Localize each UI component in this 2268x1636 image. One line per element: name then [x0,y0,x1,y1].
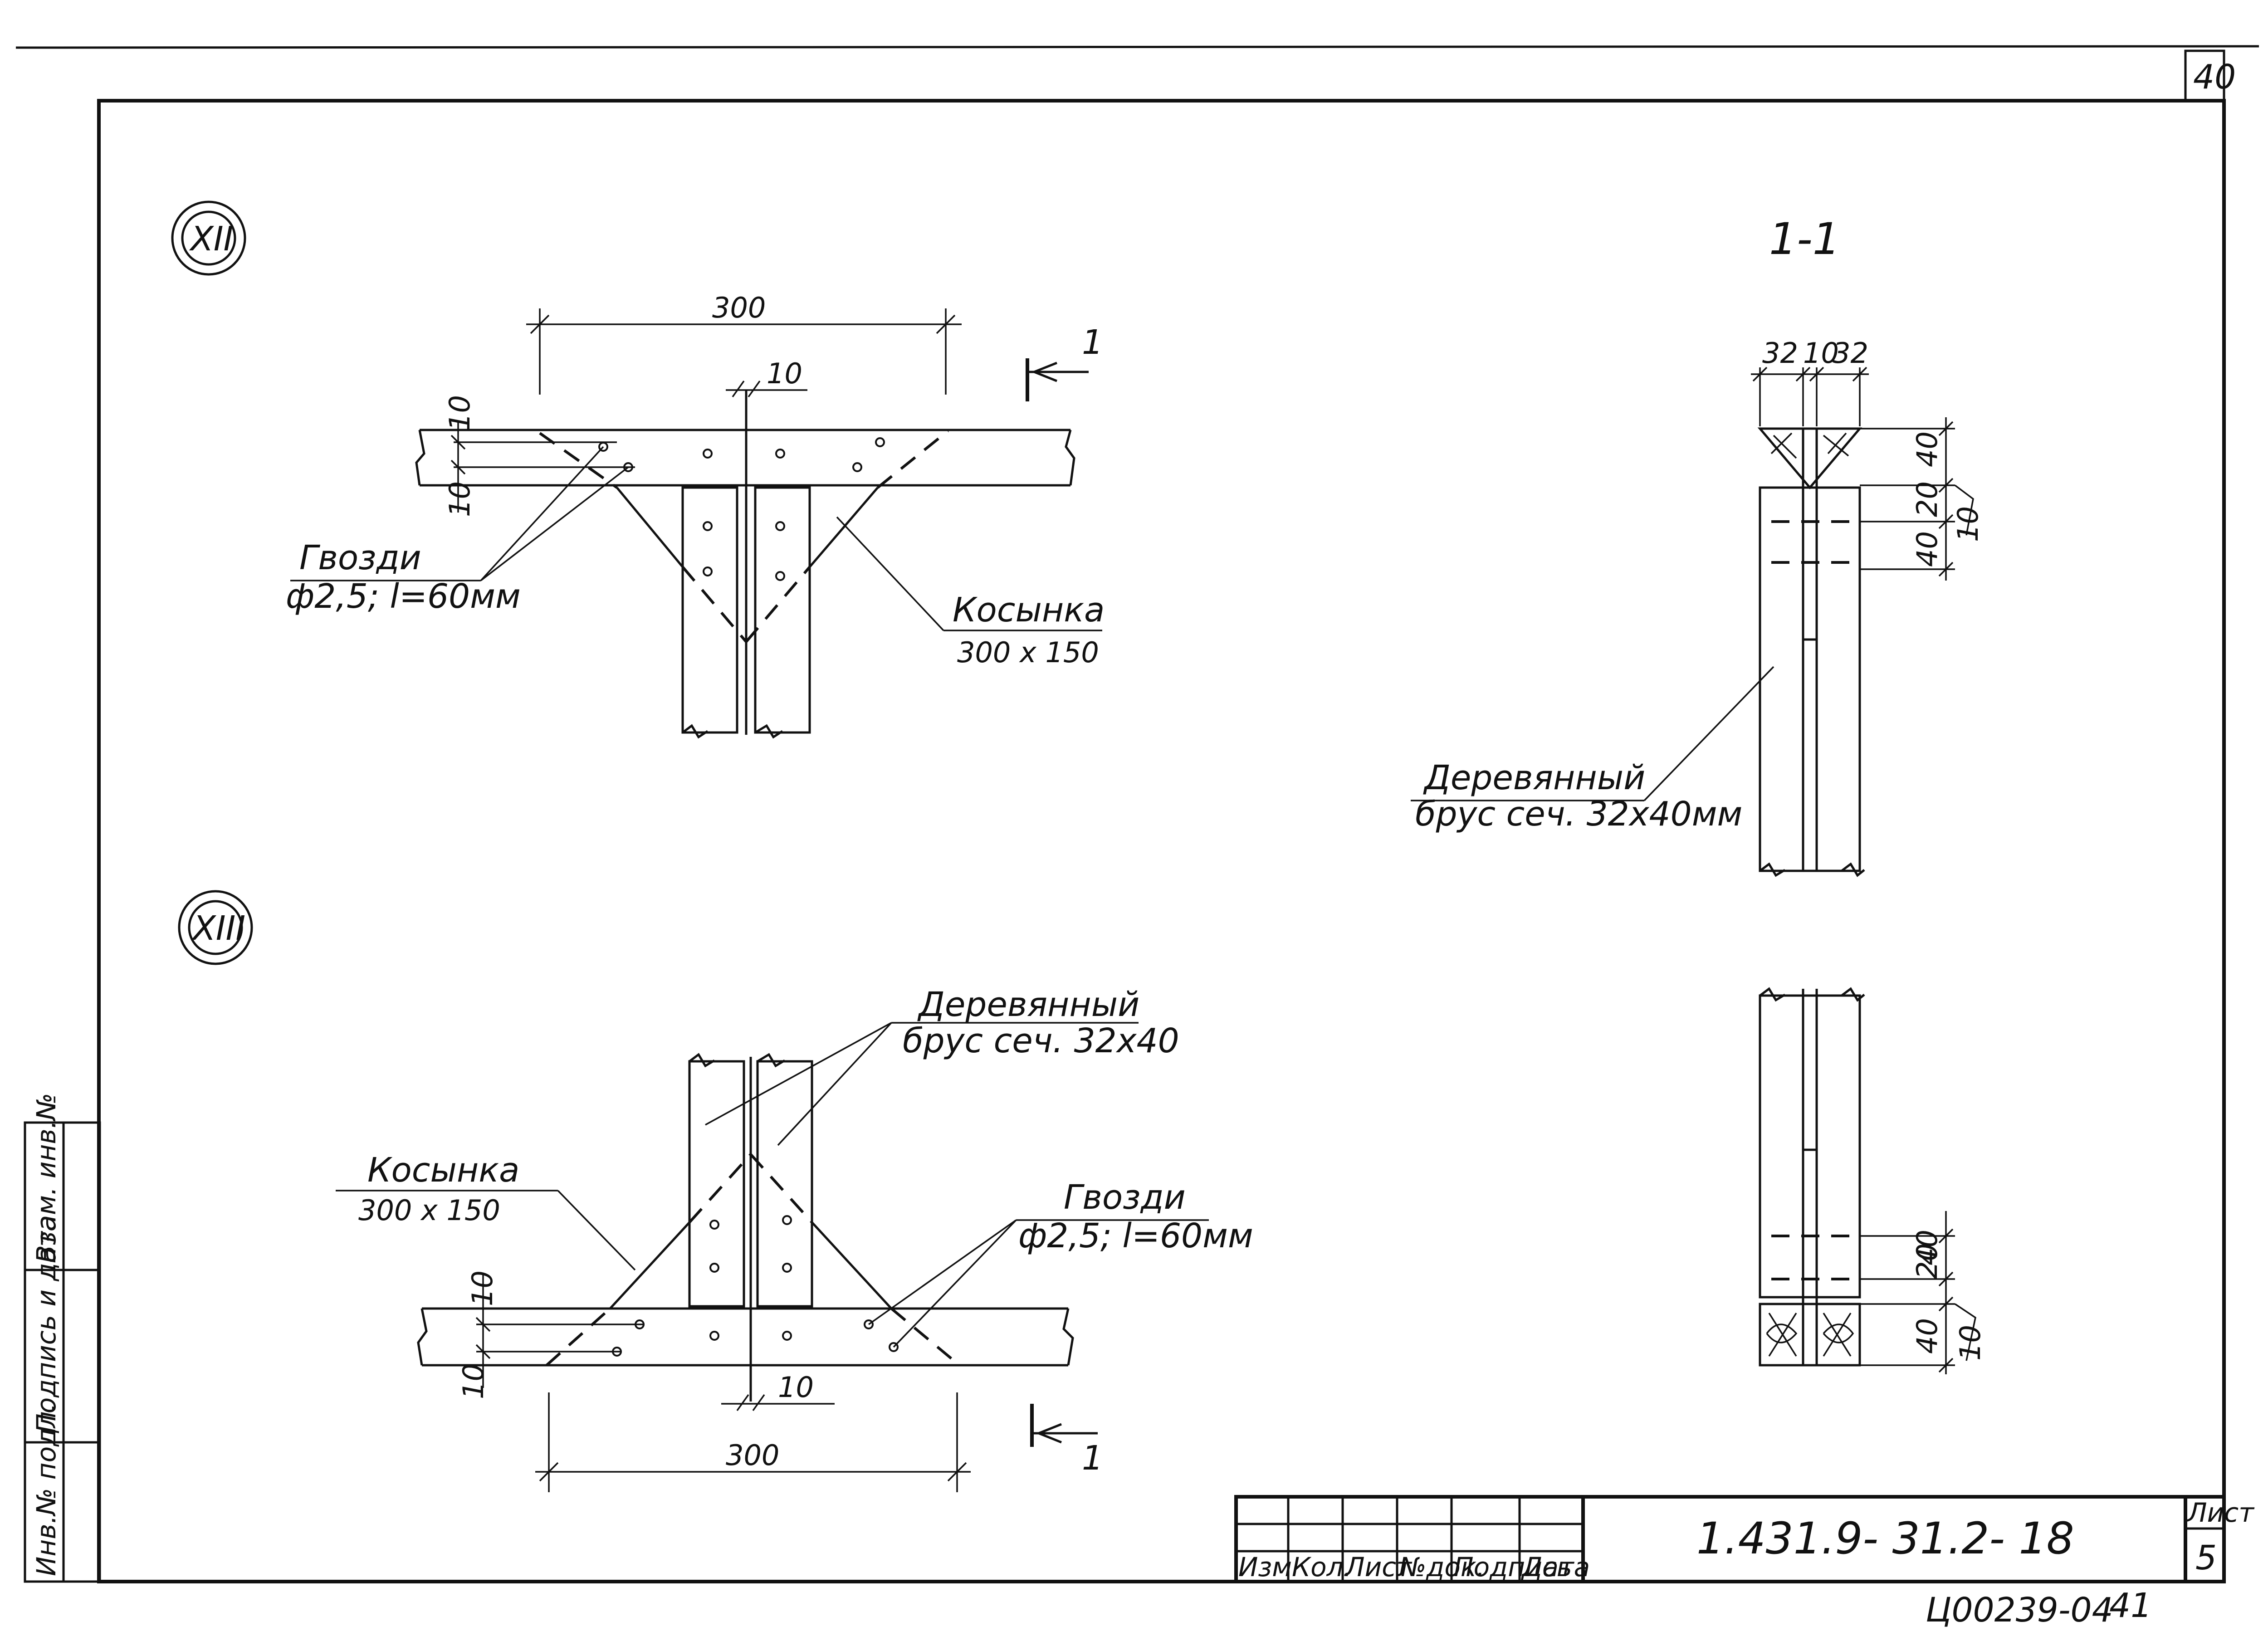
svg-text:40: 40 [1911,1318,1944,1354]
nail-dots-xiii [612,1215,899,1357]
section-view-1-1: 1-1 32 10 32 [1411,214,1987,1374]
svg-text:10: 10 [1954,1325,1987,1361]
tb-col-podpis: Подпись [1454,1552,1572,1582]
sheet-number: 5 [2195,1538,2217,1577]
nail-dots-xii [598,437,885,581]
section-cut-mark-xiii: 1 [1030,1404,1103,1478]
archive-page: 41 [2109,1586,2152,1625]
sheet-frame: 40 [15,45,2259,1583]
timber-spec-section: брус сеч. 32х40мм [1415,795,1742,834]
svg-text:20: 20 [1911,481,1944,517]
section-cut-mark-xii: 1 [1026,323,1103,401]
svg-text:1: 1 [1082,323,1103,362]
detail-marker-xii: XII [171,200,246,276]
dimension-300-xii: 300 [526,291,962,395]
tb-col-list: Лист [1344,1552,1413,1582]
gusset-callout-xii: Косынка 300 х 150 [836,516,1105,669]
dimension-edge-xiii: 10 10 [457,1270,644,1399]
nails-callout-xii: Гвозди ф2,5; l=60мм [286,446,629,616]
svg-text:300: 300 [726,1439,779,1472]
dimension-300-xiii: 300 [535,1392,971,1492]
stamp-field-inv-number: Инв.№ подл. [31,1403,62,1576]
svg-text:10: 10 [767,357,802,390]
svg-text:300: 300 [712,291,766,324]
svg-text:10: 10 [466,1270,499,1306]
archive-number: Ц00239-04 [1926,1591,2113,1630]
stamp-field-signature-date: Подпись и дата [31,1216,62,1433]
nails-spec-xii: ф2,5; l=60мм [286,577,521,616]
dimension-edge-xii: 10 10 [443,395,635,517]
detail-marker-xiii: XIII [178,890,253,965]
detail-xii: XII [171,200,1105,739]
section-lower-part: 20 40 40 10 [1759,987,1987,1374]
svg-text:10: 10 [778,1371,814,1404]
section-title: 1-1 [1769,214,1840,264]
section-upper-part: 32 10 32 [1751,337,1984,877]
svg-text:10: 10 [457,1363,490,1399]
svg-text:10: 10 [443,481,476,517]
stamp-field-replace-inv: Взам. инв.№ [31,1093,62,1263]
svg-text:32: 32 [1833,337,1868,370]
gusset-callout-xiii: Косынка 300 х 150 [336,1151,636,1271]
sheet-label: Лист [2186,1497,2255,1528]
gusset-size-xiii: 300 х 150 [358,1194,500,1227]
svg-text:40: 40 [1911,431,1944,467]
svg-text:20: 20 [1911,1243,1944,1279]
timber-callout-xiii: Деревянный брус сеч. 32х40 [705,985,1179,1146]
timber-label-section: Деревянный [1423,758,1645,797]
tb-col-kol: Кол. [1292,1552,1352,1582]
document-designation: 1.431.9- 31.2- 18 [1696,1513,2074,1564]
bottom-chord-beam [417,1307,1074,1367]
nails-label-xiii: Гвозди [1064,1178,1186,1217]
timber-callout-section: Деревянный брус сеч. 32х40мм [1411,666,1774,834]
gusset-label-xiii: Косынка [367,1151,519,1190]
nails-spec-xiii: ф2,5; l=60мм [1018,1216,1253,1255]
svg-text:10: 10 [443,395,476,431]
vertical-post-xiii [688,1053,813,1402]
nails-callout-xiii: Гвозди ф2,5; l=60мм [868,1178,1253,1348]
vertical-post [681,390,811,739]
tb-col-data: Дата [1520,1552,1590,1582]
svg-text:1: 1 [1082,1439,1103,1478]
gusset-plate-xiii [546,1153,960,1367]
svg-text:40: 40 [1911,1230,1944,1265]
top-sheet-number: 40 [2193,58,2236,97]
title-block: Изм Кол. Лист №док. Подпись Дата 1.431.9… [1234,1495,2255,1583]
timber-spec-xiii: брус сеч. 32х40 [903,1021,1179,1060]
timber-label-xiii: Деревянный [917,985,1139,1024]
svg-text:XIII: XIII [191,909,245,948]
gusset-label-xii: Косынка [953,591,1105,630]
svg-text:40: 40 [1911,531,1944,567]
tb-col-izm: Изм [1238,1552,1292,1582]
detail-xiii: XIII [178,890,1253,1492]
dimension-10-gap-xiii: 10 [721,1371,835,1411]
nails-label-xii: Гвозди [299,538,421,577]
side-stamp: Инв.№ подл. Подпись и дата Взам. инв.№ [24,1093,101,1583]
svg-text:32: 32 [1762,337,1798,370]
dimension-10-gap-xii: 10 [726,357,807,398]
tb-col-ndok: №док. [1398,1552,1485,1582]
gusset-plate-xii [539,430,949,643]
svg-text:10: 10 [1951,506,1984,542]
svg-text:10: 10 [1803,337,1839,370]
svg-text:XII: XII [189,220,233,259]
gusset-size-xii: 300 х 150 [957,636,1099,669]
